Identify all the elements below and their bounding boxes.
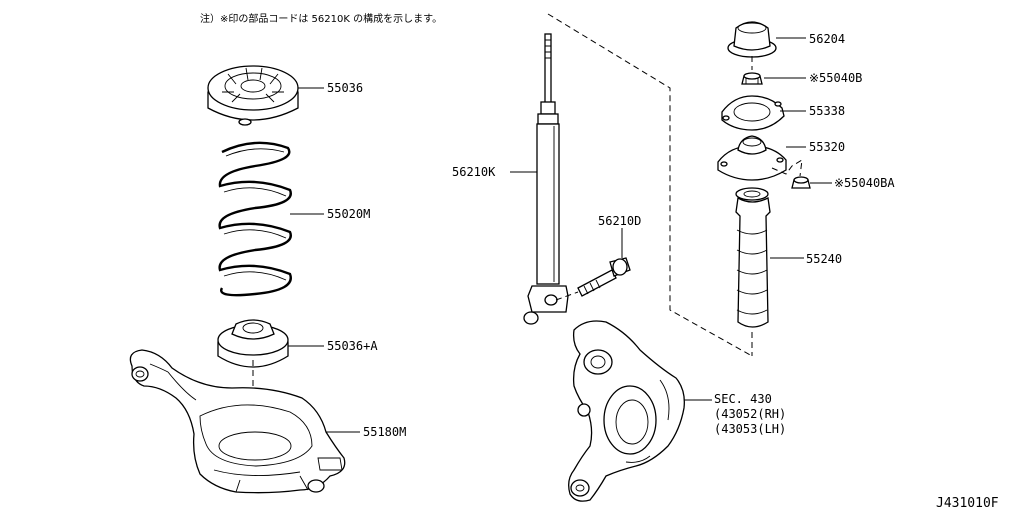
label-43052-rh: (43052(RH) <box>714 407 786 421</box>
lower-arm-55180m[interactable] <box>129 349 346 494</box>
bolt-56210d[interactable] <box>577 257 631 297</box>
label-55338: 55338 <box>809 104 845 118</box>
upper-spring-seat-55036[interactable] <box>207 65 299 126</box>
axle-housing-knuckle-sec430[interactable] <box>568 320 685 502</box>
nut-55040ba[interactable] <box>791 176 811 189</box>
label-55036a: 55036+A <box>327 339 378 353</box>
label-55036: 55036 <box>327 81 363 95</box>
label-56204: 56204 <box>809 32 845 46</box>
strut-mount-insulator-55320[interactable] <box>717 135 787 181</box>
label-55020m: 55020M <box>327 207 370 221</box>
label-55180m: 55180M <box>363 425 406 439</box>
diagram-code: J431010F <box>936 496 999 511</box>
label-43053-lh: (43053(LH) <box>714 422 786 436</box>
label-55040ba: ※55040BA <box>834 176 895 190</box>
nut-55040b[interactable] <box>741 72 763 85</box>
mount-plate-55338[interactable] <box>721 95 785 131</box>
diagram-note: 注）※印の部品コードは 56210K の構成を示します。 <box>200 12 442 25</box>
bolt-guide-dashed <box>555 291 579 301</box>
coil-spring-55020m[interactable] <box>218 141 292 297</box>
bump-stopper-55240[interactable] <box>735 187 771 328</box>
label-56210d: 56210D <box>598 214 641 228</box>
label-55240: 55240 <box>806 252 842 266</box>
nut-guide-dashed <box>771 159 803 177</box>
shock-guide-dashed <box>547 13 753 357</box>
label-55040b: ※55040B <box>809 71 862 85</box>
label-sec430: SEC. 430 <box>714 392 772 406</box>
shock-absorber-56210k[interactable] <box>523 33 569 325</box>
label-55320: 55320 <box>809 140 845 154</box>
lower-spring-seat-55036a[interactable] <box>217 319 289 368</box>
label-56210k: 56210K <box>452 165 496 179</box>
bound-bumper-cap-56204[interactable] <box>727 21 777 58</box>
